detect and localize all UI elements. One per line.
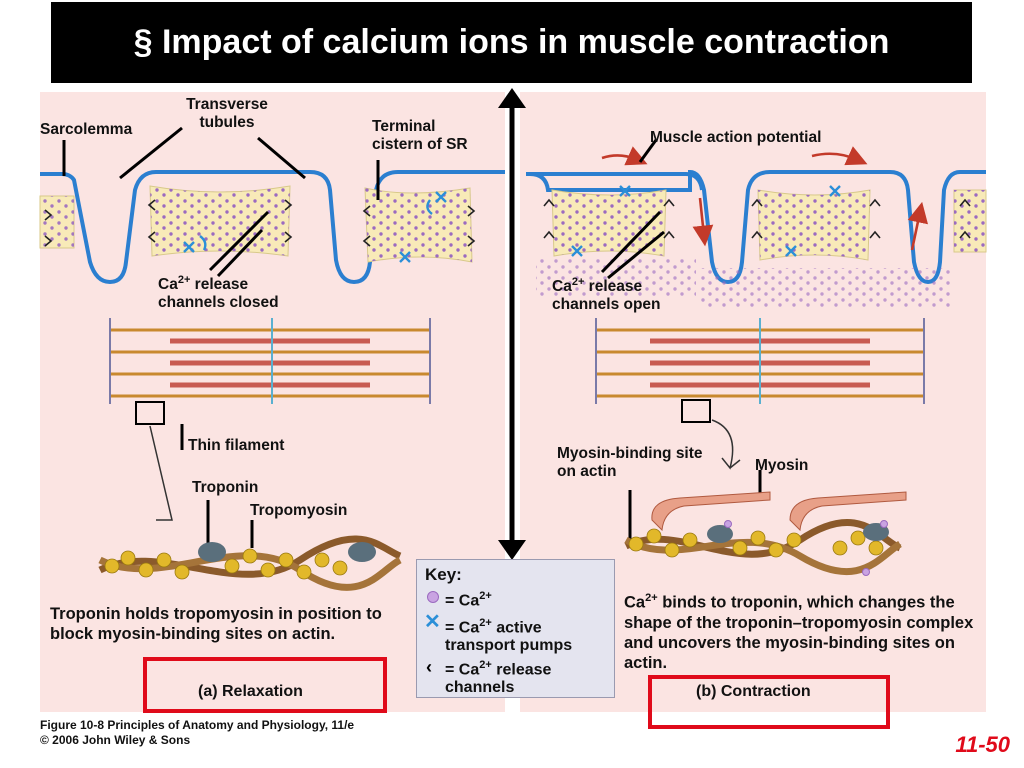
key-legend: Key: = Ca2+ ✕ = Ca2+ active transport pu… (416, 559, 615, 698)
thin-filament-zoom-box-a (135, 401, 165, 425)
zoom-arrow-b (711, 419, 741, 470)
figure-caption-line2: © 2006 John Wiley & Sons (40, 733, 191, 747)
release-channel-chevron-icon: ‹ (426, 657, 432, 677)
label-troponin: Troponin (192, 479, 259, 496)
pump-x-icon: ✕ (424, 611, 441, 633)
ca-pump-icons-a (183, 191, 447, 263)
label-tropomyosin: Tropomyosin (250, 502, 348, 519)
label-myosin: Myosin (755, 457, 809, 474)
label-contraction: (b) Contraction (696, 683, 811, 700)
pointer-lines-b (600, 139, 762, 540)
zoom-arrow-a (149, 425, 173, 521)
myosin-heads (651, 491, 907, 532)
ca-pump-icons-b (571, 185, 841, 257)
caption-relaxation: Troponin holds tropomyosin in position t… (50, 605, 382, 643)
thin-filament-detail-a (98, 535, 402, 591)
sarcomere-a (109, 318, 431, 404)
pointer-lines-a (62, 126, 380, 548)
figure-caption: Figure 10-8 Principles of Anatomy and Ph… (40, 718, 354, 748)
key-ca-ion: = Ca2+ (445, 590, 492, 610)
thin-filament-detail-b (624, 491, 907, 576)
thin-filament-zoom-box-b (681, 399, 711, 423)
key-pump: = Ca2+ active transport pumps (445, 617, 573, 655)
label-muscle-action-potential: Muscle action potential (650, 129, 822, 146)
label-terminal-cistern: Terminal cistern of SR (372, 118, 468, 153)
release-channel-open-icons (543, 198, 971, 239)
release-channel-closed-icons (44, 199, 476, 247)
ca-dot-icon (427, 591, 439, 603)
key-release-channel: = Ca2+ release channels (445, 659, 552, 697)
divider-double-arrow (498, 88, 526, 560)
sr-cistern-b (536, 189, 987, 308)
caption-contraction: Ca2+ binds to troponin, which changes th… (624, 592, 974, 672)
contraction-highlight-box (648, 675, 890, 729)
label-myosin-binding-site: Myosin-binding site on actin (557, 445, 703, 480)
action-potential-arrows (601, 146, 929, 251)
label-ca-release-open: Ca2+ release channels open (552, 276, 661, 314)
label-relaxation: (a) Relaxation (198, 683, 303, 700)
label-ca-release-closed: Ca2+ release channels closed (158, 274, 279, 312)
figure-caption-line1: Figure 10-8 Principles of Anatomy and Ph… (40, 718, 355, 732)
label-transverse-tubules: Transverse tubules (186, 96, 268, 131)
label-thin-filament: Thin filament (188, 437, 285, 454)
label-sarcolemma: Sarcolemma (40, 121, 133, 138)
key-title: Key: (425, 565, 462, 584)
slide-title: § Impact of calcium ions in muscle contr… (51, 2, 972, 83)
sarcomere-b (595, 318, 925, 404)
slide-number: 11-50 (955, 732, 1010, 757)
relaxation-highlight-box (143, 657, 387, 713)
sarcolemma-membrane-a (40, 170, 505, 285)
